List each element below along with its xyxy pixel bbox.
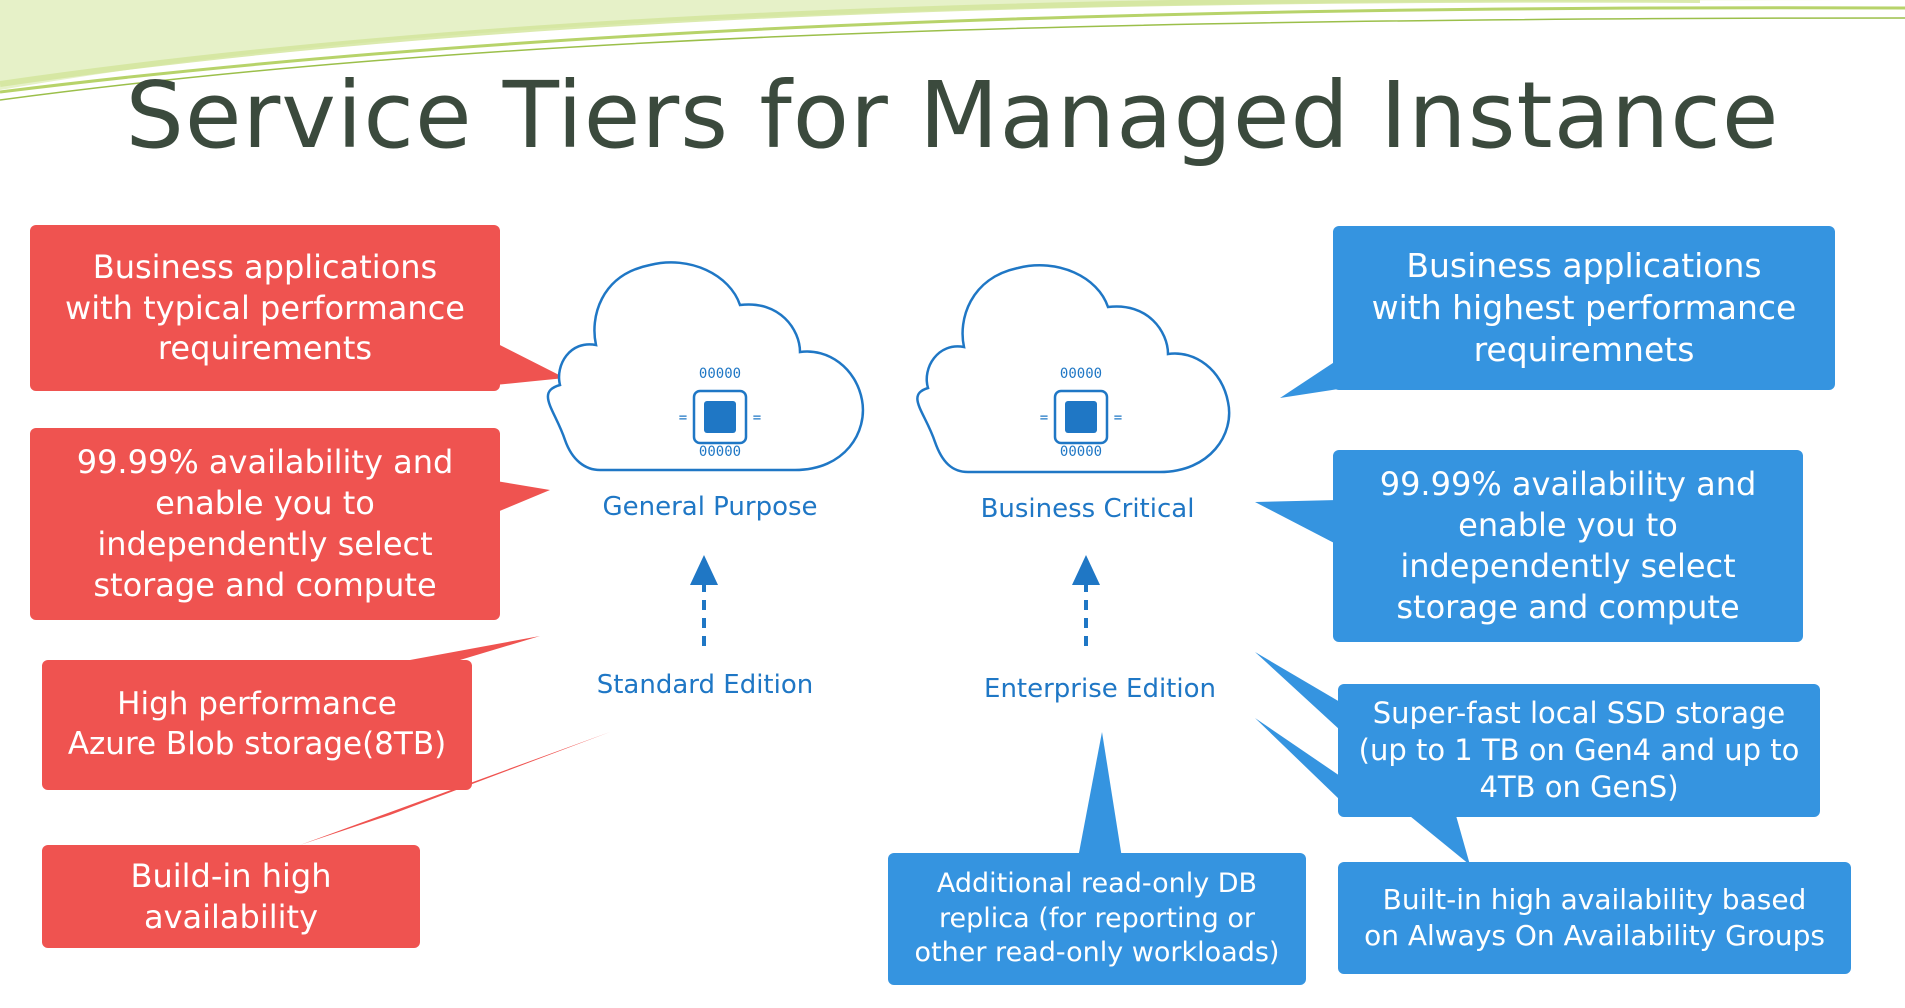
callout-general-availability: 99.99% availability and enable you to in… xyxy=(30,428,500,620)
svg-text:=: = xyxy=(753,410,761,426)
svg-text:00000: 00000 xyxy=(699,366,741,382)
callout-critical-performance: Business applications with highest perfo… xyxy=(1333,226,1835,390)
callout-critical-ssd: Super-fast local SSD storage (up to 1 TB… xyxy=(1338,684,1820,817)
svg-text:=: = xyxy=(1114,410,1122,426)
standard-edition-label: Standard Edition xyxy=(596,670,814,700)
enterprise-edition-label: Enterprise Edition xyxy=(984,674,1216,704)
callout-critical-ha: Built-in high availability based on Alwa… xyxy=(1338,862,1851,974)
svg-text:00000: 00000 xyxy=(699,444,741,460)
svg-text:00000: 00000 xyxy=(1060,366,1102,382)
enterprise-to-business-arrow-icon xyxy=(1072,555,1100,650)
header-swoosh-decoration xyxy=(0,0,1905,101)
page-title: Service Tiers for Managed Instance xyxy=(125,62,1780,169)
svg-text:=: = xyxy=(1040,410,1048,426)
svg-text:=: = xyxy=(679,410,687,426)
callout-general-storage: High performance Azure Blob storage(8TB) xyxy=(42,660,472,790)
business-critical-cloud-icon: 00000 00000 = = xyxy=(916,264,1231,474)
callout-critical-availability: 99.99% availability and enable you to in… xyxy=(1333,450,1803,642)
callout-general-performance: Business applications with typical perfo… xyxy=(30,225,500,391)
svg-text:00000: 00000 xyxy=(1060,444,1102,460)
callout-general-ha: Build-in high availability xyxy=(42,845,420,948)
callout-readonly-replica: Additional read-only DB replica (for rep… xyxy=(888,853,1306,985)
general-purpose-cloud-icon: 00000 00000 = = xyxy=(546,261,865,472)
general-purpose-label: General Purpose xyxy=(602,492,818,522)
business-critical-label: Business Critical xyxy=(980,494,1195,524)
standard-to-general-arrow-icon xyxy=(690,555,718,650)
